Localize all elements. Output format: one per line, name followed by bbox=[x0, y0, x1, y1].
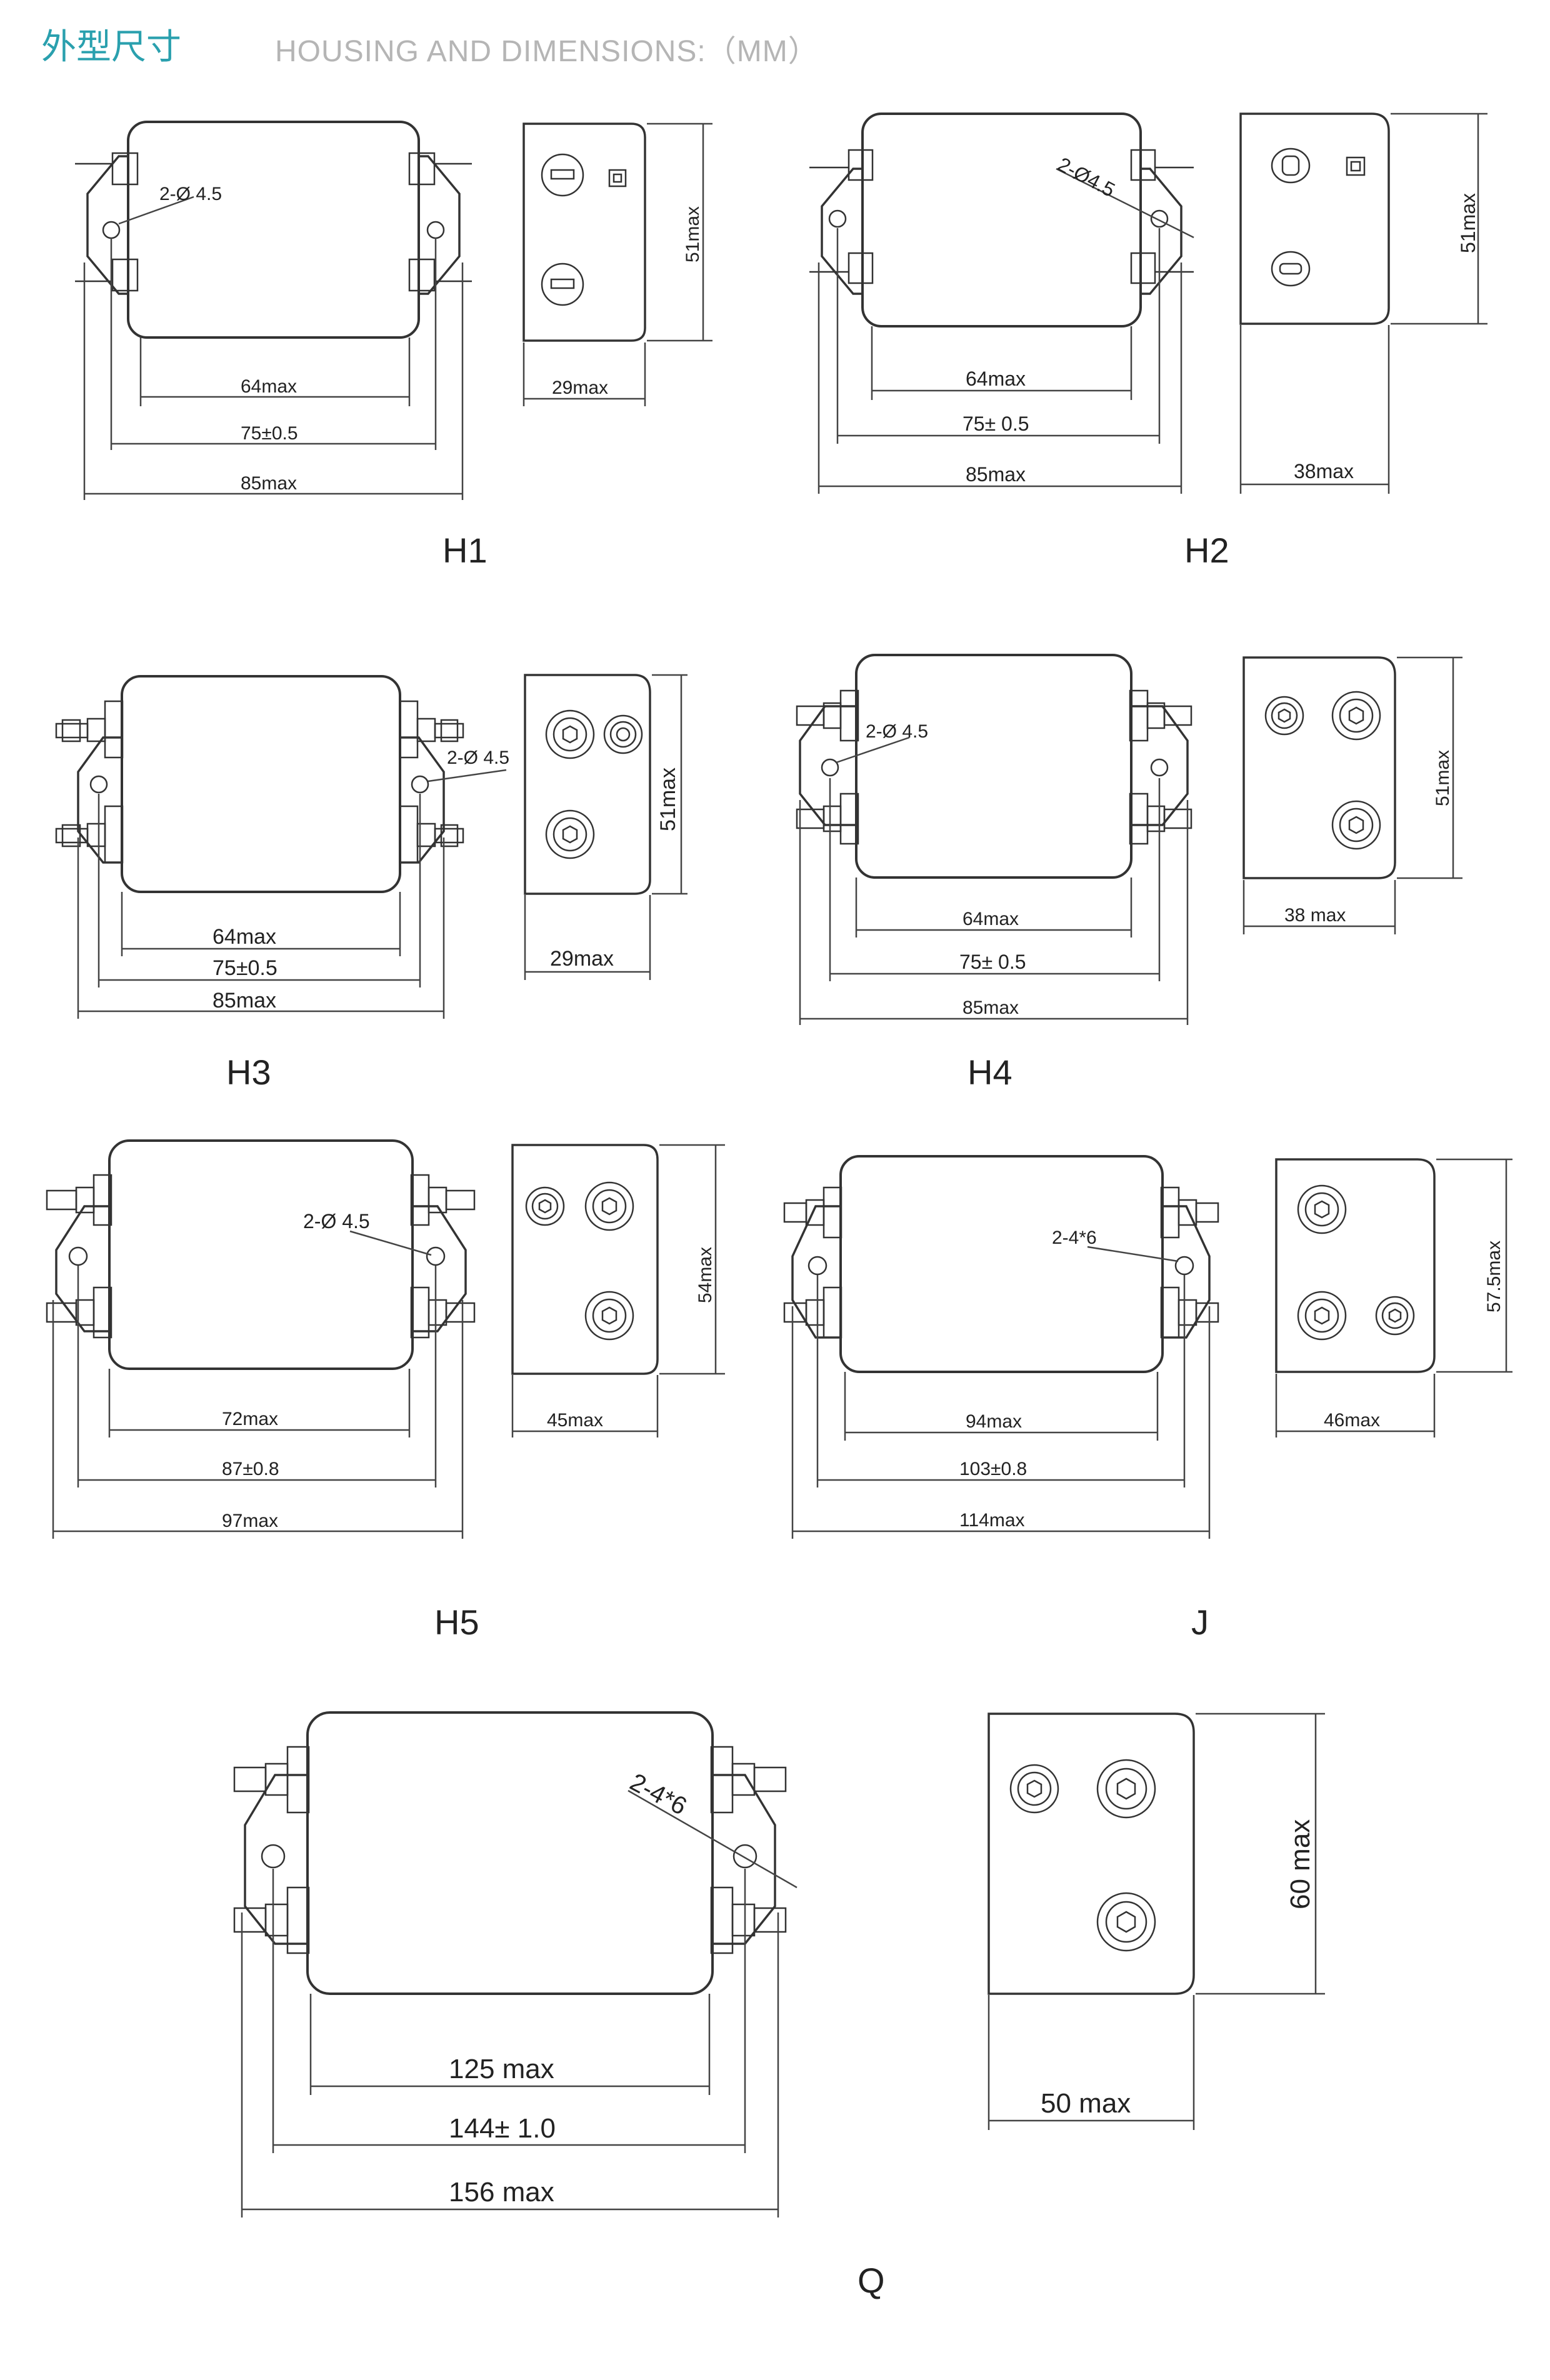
mount-hole bbox=[261, 1844, 286, 1869]
dim-height: 51max bbox=[1432, 750, 1453, 806]
dim-hole-spacing: 75± 0.5 bbox=[962, 412, 1029, 435]
front-view-h3: 2-Ø 4.5 64max 75±0.5 85max bbox=[55, 675, 509, 1019]
dim-hole-spacing: 75±0.5 bbox=[212, 956, 278, 980]
mount-hole bbox=[821, 758, 839, 777]
mount-hole bbox=[411, 775, 429, 794]
dim-body-width: 64max bbox=[962, 909, 1019, 929]
dim-overall-width: 114max bbox=[959, 1510, 1025, 1531]
caption-q: Q bbox=[858, 2261, 885, 2300]
mount-hole bbox=[1174, 1256, 1194, 1276]
dim-hole-spacing: 75± 0.5 bbox=[959, 951, 1026, 973]
dim-hole-spacing: 103±0.8 bbox=[959, 1459, 1027, 1479]
dim-overall-width: 97max bbox=[222, 1511, 278, 1531]
side-view-q: 60 max 50 max bbox=[988, 1712, 1325, 2130]
mount-hole bbox=[68, 1246, 88, 1266]
dim-body-width: 125 max bbox=[449, 2054, 554, 2084]
dim-overall-width: 85max bbox=[212, 989, 276, 1012]
dim-overall-width: 85max bbox=[966, 463, 1026, 486]
dim-side-width: 38max bbox=[1294, 460, 1354, 482]
dim-height: 54max bbox=[695, 1247, 716, 1303]
dim-height: 60 max bbox=[1285, 1819, 1316, 1909]
hole-label: 2-Ø 4.5 bbox=[303, 1210, 370, 1232]
mount-hole bbox=[426, 1246, 446, 1266]
dim-side-width: 38 max bbox=[1284, 905, 1346, 926]
dim-height: 57.5max bbox=[1484, 1241, 1504, 1312]
front-view-h4: 2-Ø 4.5 64max 75± 0.5 85max bbox=[796, 654, 1192, 1025]
front-view-q: 2-4*6 125 max 144± 1.0 156 max bbox=[233, 1711, 798, 2218]
hole-label: 2-4*6 bbox=[1052, 1228, 1097, 1248]
front-view-j: 2-4*6 94max 103±0.8 114max bbox=[783, 1155, 1219, 1539]
hole-label: 2-Ø 4.5 bbox=[159, 184, 222, 204]
front-view-h2: 2-Ø4.5 64max 75± 0.5 85max bbox=[809, 112, 1194, 494]
mount-hole bbox=[828, 209, 847, 228]
page-header: 外型尺寸 HOUSING AND DIMENSIONS:（MM） bbox=[0, 0, 1550, 81]
dim-hole-spacing: 87±0.8 bbox=[222, 1459, 279, 1479]
dim-side-width: 29max bbox=[550, 947, 614, 971]
drawing-h5: 2-Ø 4.5 72max 87±0.8 97max 54max 45max H… bbox=[46, 1139, 725, 1642]
dim-body-width: 72max bbox=[222, 1409, 278, 1429]
caption-h1: H1 bbox=[442, 531, 488, 570]
dim-overall-width: 156 max bbox=[449, 2177, 554, 2208]
drawing-h2: 2-Ø4.5 64max 75± 0.5 85max 51max 38max H… bbox=[809, 112, 1488, 570]
hole-label: 2-Ø 4.5 bbox=[866, 721, 928, 742]
dim-side-width: 46max bbox=[1324, 1410, 1380, 1431]
drawing-q: 2-4*6 125 max 144± 1.0 156 max 60 max 50… bbox=[233, 1711, 1325, 2300]
dim-height: 51max bbox=[656, 768, 680, 831]
dim-side-width: 29max bbox=[552, 378, 608, 398]
dim-body-width: 64max bbox=[241, 376, 297, 397]
mount-hole bbox=[89, 775, 108, 794]
drawing-h4: 2-Ø 4.5 64max 75± 0.5 85max 51max 38 max… bbox=[796, 654, 1462, 1092]
dim-side-width: 45max bbox=[547, 1410, 603, 1431]
front-view-h5: 2-Ø 4.5 72max 87±0.8 97max bbox=[46, 1139, 476, 1539]
dim-height: 51max bbox=[1457, 193, 1479, 253]
dim-body-width: 64max bbox=[212, 925, 276, 949]
drawing-h3: 2-Ø 4.5 64max 75±0.5 85max 51max 29max H… bbox=[55, 674, 688, 1092]
mount-hole bbox=[808, 1256, 828, 1276]
side-view-h5: 54max 45max bbox=[511, 1144, 725, 1438]
mount-hole bbox=[732, 1844, 758, 1869]
dim-overall-width: 85max bbox=[241, 473, 297, 494]
dim-hole-spacing: 75±0.5 bbox=[241, 423, 298, 444]
caption-h5: H5 bbox=[434, 1602, 479, 1642]
front-view-h1: 2-Ø 4.5 64max 75±0.5 85max bbox=[75, 121, 472, 500]
dim-body-width: 94max bbox=[966, 1411, 1022, 1432]
caption-j: J bbox=[1191, 1602, 1209, 1642]
dim-height: 51max bbox=[682, 206, 703, 262]
drawing-j: 2-4*6 94max 103±0.8 114max 57.5max 46max… bbox=[783, 1155, 1512, 1642]
dim-overall-width: 85max bbox=[962, 998, 1019, 1018]
caption-h2: H2 bbox=[1184, 531, 1229, 570]
side-view-h3: 51max 29max bbox=[524, 674, 688, 980]
side-view-h2: 51max 38max bbox=[1239, 112, 1488, 494]
side-view-j: 57.5max 46max bbox=[1275, 1158, 1512, 1438]
mount-hole bbox=[1150, 758, 1169, 777]
side-view-h1: 51max 29max bbox=[522, 122, 712, 406]
dim-body-width: 64max bbox=[966, 368, 1026, 390]
dim-side-width: 50 max bbox=[1041, 2088, 1131, 2119]
caption-h3: H3 bbox=[226, 1052, 271, 1092]
mount-hole bbox=[1150, 209, 1169, 228]
caption-h4: H4 bbox=[968, 1052, 1012, 1092]
hole-label: 2-Ø 4.5 bbox=[447, 748, 509, 768]
title-english: HOUSING AND DIMENSIONS:（MM） bbox=[275, 35, 819, 68]
drawing-h1: 2-Ø 4.5 64max 75±0.5 85max 51max 29max H… bbox=[75, 121, 712, 570]
title-chinese: 外型尺寸 bbox=[41, 27, 181, 68]
dim-hole-spacing: 144± 1.0 bbox=[449, 2113, 556, 2144]
side-view-h4: 51max 38 max bbox=[1242, 656, 1462, 934]
